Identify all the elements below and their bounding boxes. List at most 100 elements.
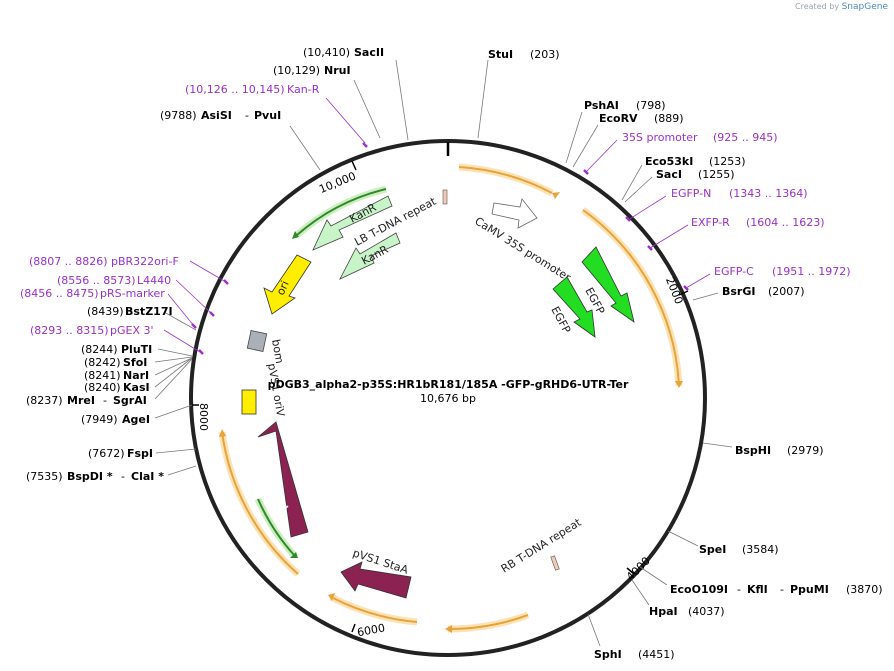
primer-egfpn[interactable]: EGFP-N (1343 .. 1364) [671,187,808,200]
primer-l4440[interactable]: (8556 .. 8573) L4440 [57,274,171,287]
kanr-primer-range: (10,126 .. 10,145) [185,83,285,96]
egfp-arrow-1[interactable] [581,246,635,323]
pbr322-range: (8807 .. 8826) [29,255,108,268]
pluti-name: PluTI [121,343,152,356]
nrui-leader [353,79,381,139]
bom-box[interactable] [246,330,268,352]
kfli-name: KflI [747,583,768,596]
primer-egfpc[interactable]: EGFP-C (1951 .. 1972) [714,265,851,278]
kanr-primer-name: Kan-R [287,83,320,96]
pshai-pos: (798) [636,99,666,112]
site-spei[interactable]: SpeI (3584) [699,543,779,556]
site-stui[interactable]: StuI (203) [488,48,560,61]
bspdi-pos: (7535) [26,470,63,483]
pvs1-oriv-box[interactable] [241,389,257,415]
site-eco0109i[interactable]: EcoO109I - KflI - PpuMI (3870) [670,583,883,596]
site-bspdi-clai[interactable]: (7535) BspDI * - ClaI * [26,470,164,483]
site-sfoi[interactable]: (8242) SfoI [84,356,147,369]
stui-pos: (203) [530,48,560,61]
bspdi-sep: - [121,470,125,483]
pgex3-primer-site [198,349,204,355]
eco0109i-leader [639,566,668,586]
pvs1-staa-arrow[interactable] [340,561,412,599]
primer-prs-marker[interactable]: (8456 .. 8475) pRS-marker [20,287,165,300]
spei-name: SpeI [699,543,726,556]
egfpc-name: EGFP-C [714,265,754,278]
mrei-leader [154,358,193,400]
egfpn-range: (1343 .. 1364) [729,187,808,200]
asisi-sep: - [245,109,249,122]
p35s-primer-leader [585,139,618,173]
asisi-leader [289,125,321,171]
site-bsphi[interactable]: BspHI (2979) [735,444,824,457]
bstz17i-name: BstZ17I [125,305,173,318]
primer-pbr322ori-f[interactable]: (8807 .. 8826) pBR322ori-F [29,255,179,268]
orf-arc-1 [458,166,553,194]
lb-tdna-repeat-mark[interactable] [442,189,448,205]
egfp-label-2: EGFP [548,304,573,336]
eco53ki-pos: (1253) [709,155,746,168]
ecorv-pos: (889) [654,112,684,125]
site-agei[interactable]: (7949) AgeI [81,413,150,426]
site-pshai[interactable]: PshAI (798) [584,99,666,112]
site-kasi[interactable]: (8240) KasI [84,381,150,394]
fspi-pos: (7672) [88,447,125,460]
sacii-name: SacII [354,46,384,59]
pluti-leader [157,348,193,357]
site-eco53ki[interactable]: Eco53kI (1253) [645,155,746,168]
pvui-name: PvuI [254,109,281,122]
egfpc-range: (1951 .. 1972) [772,265,851,278]
kanr-arrow-2[interactable] [339,232,401,280]
plasmid-name: pDGB3_alpha2-p35S:HR1bR181/185A -GFP-gRH… [268,378,629,391]
bsphi-leader [702,442,733,448]
eco0109i-sep2: - [780,583,784,596]
kasi-leader [154,357,193,388]
site-bstz17i[interactable]: (8439) BstZ17I [87,305,173,318]
site-mrei-sgrai[interactable]: (8237) MreI - SgrAI [26,394,147,407]
sacii-leader [395,59,409,141]
ecorv-name: EcoRV [599,112,638,125]
site-sphi[interactable]: SphI (4451) [594,648,675,661]
rb-tdna-repeat-label: RB T-DNA repeat [499,515,584,575]
kanr-top-arc [296,188,387,236]
l4440-primer-site [209,311,215,317]
site-sacii[interactable]: (10,410) SacII [303,46,384,59]
site-asisi-pvui[interactable]: (9788) AsiSI - PvuI [160,109,281,122]
tick-label-2000: 2000 [663,275,686,306]
ori-arrow[interactable] [263,254,312,315]
primer-kanr[interactable]: (10,126 .. 10,145) Kan-R [185,83,320,96]
orf-arc-3-halo [447,611,530,633]
site-nari[interactable]: (8241) NarI [84,369,149,382]
primer-35s-promoter[interactable]: 35S promoter (925 .. 945) [622,131,778,144]
pvs1-repa-arrow[interactable] [257,421,309,538]
rb-tdna-repeat-mark[interactable] [550,555,560,571]
sacii-pos: (10,410) [303,46,350,59]
saci-name: SacI [656,168,682,181]
pbr322-name: pBR322ori-F [111,255,179,268]
pshai-leader [565,111,583,164]
primer-pgex3[interactable]: (8293 .. 8315) pGEX 3' [30,324,154,337]
kanr-arrow-1[interactable] [312,195,393,251]
site-fspi[interactable]: (7672) FspI [88,447,153,460]
kasi-name: KasI [123,381,150,394]
plasmid-backbone [189,139,707,657]
site-hpai[interactable]: HpaI (4037) [649,605,725,618]
mrei-name: MreI [67,394,95,407]
hpai-pos: (4037) [688,605,725,618]
pbr322-leader [189,260,227,283]
site-bsrgi[interactable]: BsrGI (2007) [722,285,805,298]
site-ecorv[interactable]: EcoRV (889) [599,112,684,125]
bspdi-name: BspDI * [67,470,113,483]
agei-name: AgeI [122,413,150,426]
tick-6000 [351,623,356,633]
camv35s-promoter-arrow[interactable] [491,198,538,229]
site-pluti[interactable]: (8244) PluTI [81,343,152,356]
kanr-primer-leader [325,97,366,144]
egfpn-name: EGFP-N [671,187,711,200]
bsrgi-pos: (2007) [768,285,805,298]
tick-label-8000: 8000 [197,403,210,431]
site-nrui[interactable]: (10,129) NruI [273,64,351,77]
site-saci[interactable]: SacI (1255) [656,168,735,181]
primer-exfpr[interactable]: EXFP-R (1604 .. 1623) [691,216,825,229]
egfp-arrow-2[interactable] [552,276,596,338]
